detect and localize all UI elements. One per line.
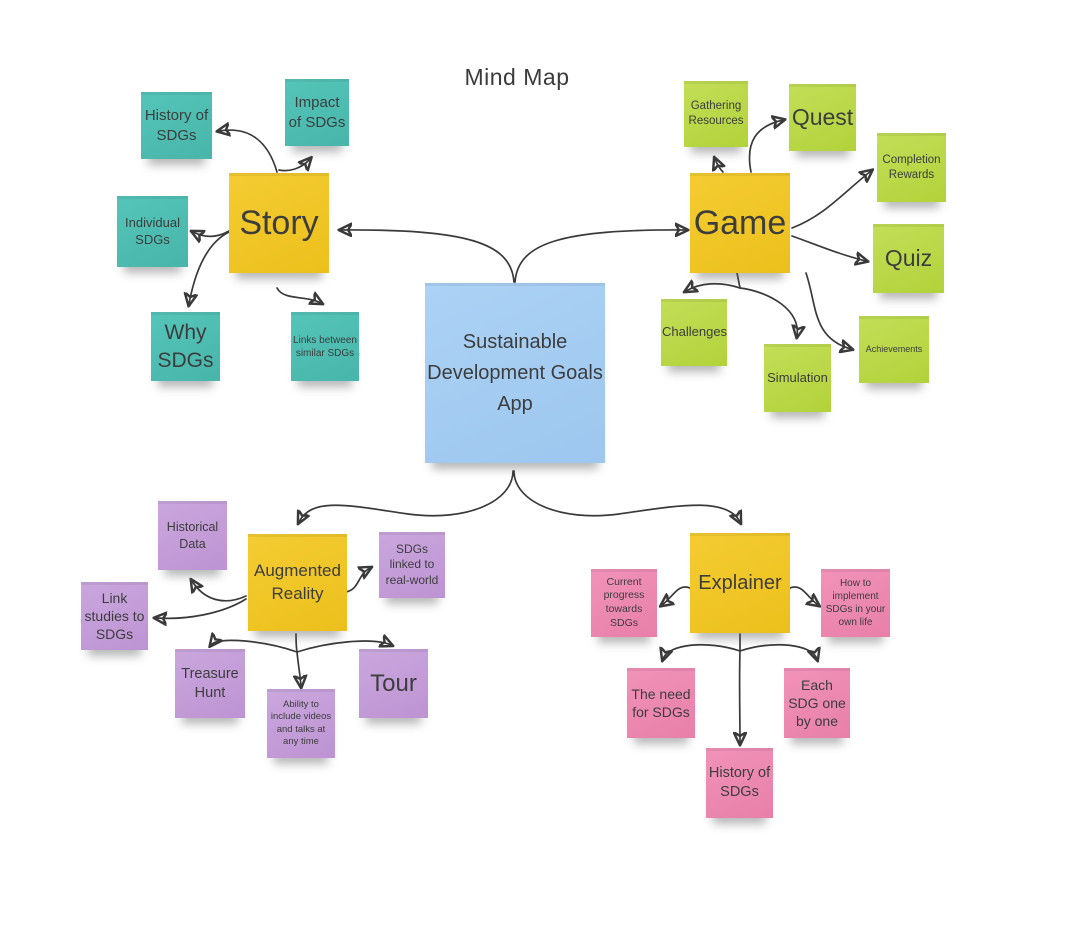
note-game-label: Game: [693, 203, 787, 242]
arrow-explainer-to-need: [663, 643, 741, 659]
note-tour-label: Tour: [370, 669, 417, 697]
note-each-sdg-one-by-one[interactable]: Each SDG one by one: [784, 668, 850, 738]
note-sdgs-linked-real-world[interactable]: SDGs linked to real-world: [379, 532, 445, 598]
note-quest-label: Quest: [791, 103, 854, 130]
note-impact-of-sdgs-label: Impact of SDGs: [288, 94, 346, 131]
note-links-between-similar-sdgs-label: Links between similar SDGs: [293, 334, 357, 359]
arrow-story-to-links: [276, 287, 321, 303]
note-treasure-hunt[interactable]: Treasure Hunt: [175, 649, 245, 718]
note-quiz[interactable]: Quiz: [873, 224, 944, 293]
note-challenges-label: Challenges: [662, 324, 728, 340]
note-each-sdg-one-by-one-label: Each SDG one by one: [788, 676, 846, 730]
note-achievements[interactable]: Achievements: [859, 316, 929, 383]
map-title: Mind Map: [464, 64, 570, 90]
note-history-of-sdgs-label: History of SDGs: [144, 107, 209, 144]
arrow-game-to-gathering: [715, 159, 723, 173]
arrow-center-to-explainer: [513, 470, 740, 522]
arrow-game-to-simulation: [739, 287, 797, 336]
note-individual-sdgs-label: Individual SDGs: [125, 214, 180, 247]
note-story-label: Story: [239, 203, 319, 242]
arrow-game-to-challenges: [686, 284, 741, 291]
arrow-story-to-impact: [278, 159, 310, 171]
arrow-ar-to-linkstudies: [156, 598, 247, 618]
arrow-story-to-why: [189, 231, 230, 304]
note-ability-include-videos[interactable]: Ability to include videos and talks at a…: [267, 689, 335, 758]
note-explainer-label: Explainer: [698, 572, 782, 594]
note-gathering-resources[interactable]: Gathering Resources: [684, 81, 748, 147]
note-simulation-label: Simulation: [767, 369, 828, 385]
note-why-sdgs[interactable]: Why SDGs: [151, 312, 220, 381]
note-how-to-implement[interactable]: How to implement SDGs in your own life: [821, 569, 890, 637]
arrow-explainer-to-each: [739, 643, 817, 659]
note-ability-include-videos-label: Ability to include videos and talks at a…: [270, 698, 332, 747]
note-center-sdg-app[interactable]: Sustainable Development Goals App: [425, 283, 605, 463]
note-explainer[interactable]: Explainer: [690, 533, 790, 633]
note-tour[interactable]: Tour: [359, 649, 428, 718]
note-current-progress-label: Current progress towards SDGs: [603, 575, 645, 629]
note-gathering-resources-label: Gathering Resources: [688, 100, 744, 127]
arrow-center-to-game: [514, 230, 686, 283]
note-link-studies-to-sdgs[interactable]: Link studies to SDGs: [81, 582, 148, 650]
note-center-label: Sustainable Development Goals App: [427, 330, 603, 415]
arrow-game-to-completion: [791, 171, 871, 229]
note-game[interactable]: Game: [690, 173, 790, 273]
arrow-explainer-to-howto: [789, 586, 818, 605]
arrow-ar-to-sdgslinked: [345, 568, 370, 593]
note-link-studies-to-sdgs-label: Link studies to SDGs: [84, 589, 145, 643]
note-impact-of-sdgs[interactable]: Impact of SDGs: [285, 79, 349, 146]
arrow-game-to-quiz: [791, 235, 866, 261]
note-how-to-implement-label: How to implement SDGs in your own life: [825, 578, 886, 628]
note-history-of-sdgs[interactable]: History of SDGs: [141, 92, 212, 159]
arrow-center-to-story: [341, 230, 515, 283]
arrow-story-to-individual: [193, 231, 230, 236]
note-augmented-reality[interactable]: Augmented Reality: [248, 534, 347, 631]
note-history-of-sdgs-explainer[interactable]: History of SDGs: [706, 748, 773, 818]
note-story[interactable]: Story: [229, 173, 329, 273]
note-simulation[interactable]: Simulation: [764, 344, 831, 412]
note-challenges[interactable]: Challenges: [661, 299, 727, 366]
arrow-game-to-achievements: [805, 272, 851, 349]
note-achievements-label: Achievements: [865, 343, 923, 354]
note-completion-rewards[interactable]: Completion Rewards: [877, 133, 946, 202]
note-historical-data-label: Historical Data: [166, 520, 219, 551]
note-current-progress[interactable]: Current progress towards SDGs: [591, 569, 657, 637]
arrow-ar-branch-stem: [295, 633, 298, 653]
note-sdgs-linked-real-world-label: SDGs linked to real-world: [385, 541, 439, 587]
arrow-game-branch-stem: [736, 272, 741, 289]
note-why-sdgs-label: Why SDGs: [157, 321, 214, 372]
note-completion-rewards-label: Completion Rewards: [882, 153, 941, 181]
arrow-ar-to-historical: [192, 581, 247, 602]
note-links-between-similar-sdgs[interactable]: Links between similar SDGs: [291, 312, 359, 381]
note-quiz-label: Quiz: [884, 244, 933, 271]
note-history-of-sdgs-explainer-label: History of SDGs: [708, 765, 771, 800]
note-quest[interactable]: Quest: [789, 84, 856, 151]
note-historical-data[interactable]: Historical Data: [158, 501, 227, 570]
arrow-story-to-history: [219, 130, 278, 173]
arrow-center-to-ar: [299, 470, 514, 522]
note-need-for-sdgs[interactable]: The need for SDGs: [627, 668, 695, 738]
note-treasure-hunt-label: Treasure Hunt: [181, 665, 239, 701]
note-need-for-sdgs-label: The need for SDGs: [631, 685, 691, 720]
note-individual-sdgs[interactable]: Individual SDGs: [117, 196, 188, 267]
note-augmented-reality-label: Augmented Reality: [254, 561, 341, 603]
arrow-game-to-quest: [748, 120, 783, 173]
arrow-ar-to-ability: [297, 651, 301, 686]
arrow-explainer-to-current: [662, 586, 691, 605]
